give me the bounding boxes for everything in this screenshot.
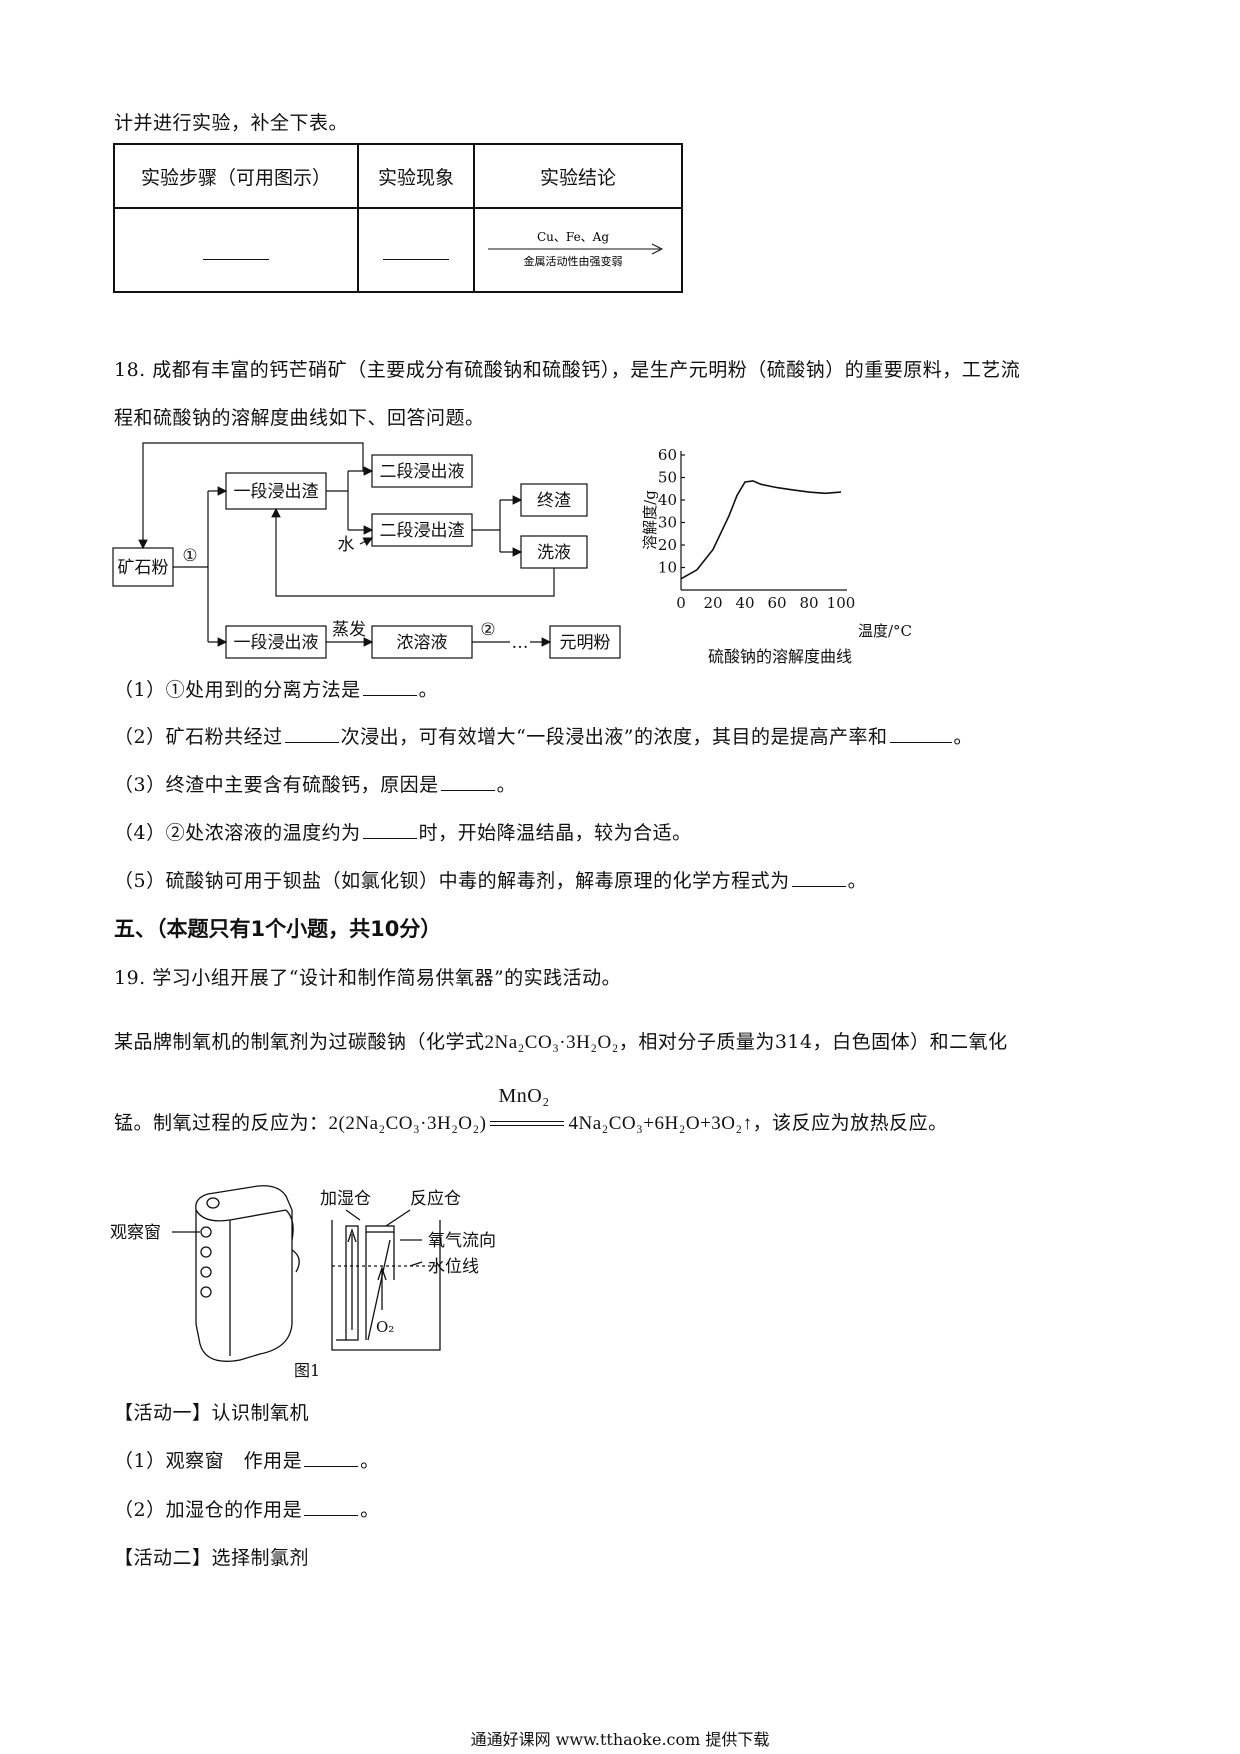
equation-catalyst: MnO₂ (498, 1085, 550, 1107)
activity1-title: 【活动一】认识制氧机 (114, 1402, 310, 1424)
q18-sub4: （4）②处浓溶液的温度约为时，开始降温结晶，较为合适。 (114, 822, 692, 844)
label-flow: 氧气流向 (428, 1231, 496, 1251)
figure-caption: 图1 (294, 1361, 320, 1380)
label-concentrate: 浓溶液 (397, 633, 448, 653)
oxygen-generator-figure: 观察窗 加湿仓 反应仓 氧气流向 水位线 O₂ 图1 (110, 1185, 496, 1380)
label-leach1-liquid: 一段浸出液 (234, 633, 319, 653)
activity1-q2: （2）加湿仓的作用是。 (114, 1499, 380, 1521)
y-tick-label: 30 (658, 514, 677, 532)
solubility-curve (680, 480, 842, 580)
intro-line: 计并进行实验，补全下表。 (114, 112, 349, 134)
label-ore: 矿石粉 (118, 558, 169, 578)
label-humid: 加湿仓 (320, 1189, 371, 1209)
label-step1: ① (182, 546, 197, 566)
answer-blank[interactable] (304, 1465, 359, 1467)
container (331, 1220, 441, 1351)
x-tick-label: 20 (703, 594, 722, 612)
x-tick-label: 0 (676, 594, 686, 612)
label-final-residue: 终渣 (537, 491, 571, 511)
y-tick-label: 40 (658, 491, 677, 509)
label-dots: … (512, 633, 529, 653)
label-leach2-liquid: 二段浸出液 (380, 462, 465, 482)
q19-line2: 某品牌制氧机的制氧剂为过碳酸钠（化学式2Na₂CO₃·3H₂O₂，相对分子质量为… (114, 1031, 1008, 1053)
label-o2: O₂ (376, 1318, 394, 1336)
conclusion-metals: Cu、Fe、Ag (537, 230, 609, 244)
chart-title: 硫酸钠的溶解度曲线 (708, 647, 852, 666)
y-tick-label: 50 (658, 469, 677, 487)
answer-blank[interactable] (362, 837, 417, 839)
label-step2: ② (480, 620, 495, 640)
table-header-steps: 实验步骤（可用图示） (113, 143, 359, 209)
equation-right: 4Na₂CO₃+6H₂O+3O₂↑ (568, 1113, 753, 1134)
table-cell-conclusion: Cu、Fe、Ag 金属活动性由强变弱 (473, 207, 683, 293)
x-tick-label: 60 (767, 594, 786, 612)
answer-blank[interactable] (889, 741, 952, 743)
activity-arrow: Cu、Fe、Ag 金属活动性由强变弱 (488, 230, 664, 268)
q18-line2: 程和硫酸钠的溶解度曲线如下、回答问题。 (114, 407, 485, 429)
chart-xlabel: 温度/°C (858, 622, 912, 640)
answer-blank[interactable] (284, 741, 339, 743)
experiment-table: 实验步骤（可用图示） 实验现象 实验结论 Cu、Fe、Ag 金属活动性由强变弱 (113, 143, 683, 293)
answer-blank[interactable] (440, 789, 495, 791)
answer-blank[interactable] (791, 885, 846, 887)
q18-sub5: （5）硫酸钠可用于钡盐（如氯化钡）中毒的解毒剂，解毒原理的化学方程式为。 (114, 870, 868, 892)
x-tick-label: 40 (735, 594, 754, 612)
label-residue1: 一段浸出渣 (234, 482, 319, 502)
table-header-conclusion: 实验结论 (473, 143, 683, 209)
table-cell-phenomenon-blank[interactable] (357, 207, 475, 293)
label-water-line: 水位线 (428, 1257, 479, 1277)
chart-ylabel: 溶解度/g (641, 490, 659, 550)
process-flow-diagram: 矿石粉 ① 一段浸出渣 二段浸出液 二段浸出渣 水 终渣 洗液 一段浸出液 蒸发… (112, 442, 621, 659)
equation-sign: MnO₂ (490, 1085, 565, 1129)
activity1-q1: （1）观察窗 作用是。 (114, 1450, 380, 1472)
answer-blank[interactable] (362, 694, 417, 696)
q18-sub1: （1）①处用到的分离方法是。 (114, 679, 439, 701)
y-tick-label: 60 (658, 446, 677, 464)
y-tick-label: 10 (658, 559, 677, 577)
y-tick-label: 20 (658, 536, 677, 554)
label-residue2: 二段浸出渣 (380, 521, 465, 541)
label-reaction: 反应仓 (410, 1189, 461, 1209)
formula: 2Na₂CO₃·3H₂O₂ (484, 1032, 619, 1053)
conclusion-order: 金属活动性由强变弱 (524, 254, 623, 268)
q18-sub3: （3）终渣中主要含有硫酸钙，原因是。 (114, 774, 517, 796)
x-tick-label: 80 (799, 594, 818, 612)
label-water: 水 (338, 535, 355, 555)
q19-line1: 19. 学习小组开展了“设计和制作简易供氧器”的实践活动。 (114, 967, 622, 989)
label-product: 元明粉 (560, 633, 611, 653)
label-window: 观察窗 (110, 1223, 161, 1243)
q18-sub2: （2）矿石粉共经过次浸出，可有效增大“一段浸出液”的浓度，其目的是提高产率和。 (114, 726, 974, 748)
q18-line1: 18. 成都有丰富的钙芒硝矿（主要成分有硫酸钠和硫酸钙），是生产元明粉（硫酸钠）… (114, 359, 1021, 381)
solubility-chart: 10 20 30 40 50 60 0 20 40 60 80 100 溶解度/g 温度/°C 硫酸钠… (641, 446, 912, 666)
device-body (195, 1185, 293, 1362)
label-wash: 洗液 (537, 543, 571, 563)
page-footer: 通通好课网 www.tthaoke.com 提供下载 (470, 1730, 770, 1749)
table-cell-steps-blank[interactable] (113, 207, 359, 293)
section5-title: 五、（本题只有1个小题，共10分） (114, 917, 442, 941)
x-tick-label: 100 (827, 594, 856, 612)
activity2-title: 【活动二】选择制氯剂 (114, 1547, 310, 1569)
label-evaporate: 蒸发 (332, 620, 366, 640)
table-header-phenomenon: 实验现象 (357, 143, 475, 209)
answer-blank[interactable] (304, 1514, 359, 1516)
equation-left: 2(2Na₂CO₃·3H₂O₂) (328, 1113, 487, 1134)
